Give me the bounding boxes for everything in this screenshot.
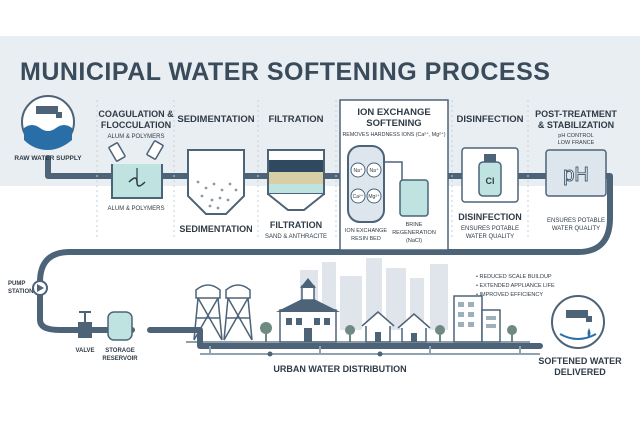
ion-bubble (366, 188, 382, 204)
chemical-bag-left-icon (108, 142, 126, 162)
trees (260, 322, 517, 342)
gravel-layer (269, 184, 323, 193)
raw-water-label: RAW WATER SUPPLY (14, 155, 82, 162)
city-skyline (186, 258, 530, 343)
coagulation-title-2: FLOCCULATION (101, 120, 171, 130)
post-treatment-sub-2: LOW FRANCE (558, 140, 595, 146)
disinfection-sub-1: ENSURES POTABLE (461, 226, 519, 232)
faucet-icon (36, 106, 62, 118)
town-hall (276, 278, 340, 343)
brine-label-1: BRINE (406, 222, 423, 228)
ph-box (545, 149, 607, 197)
resin-label-1: ION EXCHANGE (345, 228, 388, 234)
filter-outlet (267, 193, 325, 211)
bottle-cap-icon (484, 154, 496, 162)
benefit-item: • REDUCED SCALE BUILDUP (476, 274, 552, 280)
distribution-valves (267, 351, 383, 357)
ion-bubble (350, 162, 366, 178)
softened-label-2: DELIVERED (554, 367, 606, 377)
disinfection-sub-2: WATER QUALITY (466, 234, 514, 240)
resin-label-2: RESIN BED (351, 236, 381, 242)
stage-dividers (96, 100, 529, 238)
benefit-item: • IMPROVED EFFICIENCY (476, 292, 543, 298)
disinfection-title: DISINFECTION (456, 114, 523, 125)
storage-reservoir: STORAGE RESERVOIR (102, 311, 138, 362)
post-treatment-sub-1: pH CONTROL (558, 133, 593, 139)
distribution-label: URBAN WATER DISTRIBUTION (273, 364, 406, 374)
reservoir-tank (107, 311, 133, 341)
ion-label: Na⁺ (353, 168, 362, 174)
ion-bubble (350, 188, 366, 204)
water-tower-right (223, 284, 253, 341)
benefits-list: • REDUCED SCALE BUILDUP • EXTENDED APPLI… (476, 274, 555, 298)
brine-tank (399, 179, 429, 217)
sedimentation-label: SEDIMENTATION (179, 224, 252, 234)
valve: VALVE (75, 311, 95, 354)
storage-label-1: STORAGE (105, 348, 135, 354)
ion-label: Ca²⁺ (353, 194, 364, 200)
page-title: MUNICIPAL WATER SOFTENING PROCESS (20, 58, 550, 86)
sediment-particles (196, 180, 238, 210)
ion-label: Mg²⁺ (368, 194, 380, 200)
ion-bubbles: Na⁺ Na⁺ Ca²⁺ Mg²⁺ (350, 162, 382, 204)
chemical-bag-right-icon (146, 140, 164, 160)
stage-filtration: FILTRATION FILTRATION SAND & ANTHRACITE (265, 114, 327, 240)
stage-sedimentation: SEDIMENTATION SEDIMENTATION (177, 114, 254, 234)
softened-label-1: SOFTENED WATER (538, 356, 622, 366)
water-drop-icon (587, 328, 591, 338)
wave-icon (24, 125, 72, 150)
main-pipeline (37, 155, 613, 349)
brine-pipe (384, 161, 403, 180)
stage-post-treatment: POST-TREATMENT & STABILIZATION pH CONTRO… (535, 109, 617, 232)
pump-station: PUMP STATION (8, 280, 48, 296)
pump-label-2: STATION (8, 289, 33, 295)
sedimentation-title: SEDIMENTATION (177, 114, 254, 125)
distribution-pipes (200, 346, 540, 355)
coagulation-sub: ALUM & POLYMERS (108, 134, 165, 140)
raw-water-supply: RAW WATER SUPPLY (14, 95, 82, 162)
ion-exchange-title-2: SOFTENING (366, 118, 421, 129)
post-treatment-title-2: & STABILIZATION (538, 120, 614, 130)
resin-vessel (347, 145, 385, 223)
filtration-sub: SAND & ANTHRACITE (265, 234, 327, 240)
storage-label-2: RESERVOIR (102, 356, 138, 362)
post-treatment-title-1: POST-TREATMENT (535, 109, 617, 119)
disinfection-label: DISINFECTION (458, 212, 522, 222)
valve-label: VALVE (75, 348, 94, 354)
softened-water-delivered: SOFTENED WATER DELIVERED (538, 295, 622, 377)
stage-disinfection: DISINFECTION Cl DISINFECTION ENSURES POT… (456, 114, 523, 240)
ion-label: Na⁺ (369, 168, 378, 174)
office-building (453, 295, 501, 343)
ion-exchange-title-1: ION EXCHANGE (357, 107, 430, 118)
water-tower-left (193, 284, 223, 341)
stage-ion-exchange: ION EXCHANGE SOFTENING REMOVES HARDNESS … (339, 99, 449, 251)
coagulation-tank-label: ALUM & POLYMERS (108, 206, 165, 212)
sand-layer (269, 172, 323, 184)
ion-bubble (366, 162, 382, 178)
valve-icon (78, 322, 92, 338)
brine-label-2: REGENERATION (392, 230, 436, 236)
tap-icon (566, 310, 592, 322)
pump-label-1: PUMP (8, 281, 25, 287)
post-treatment-note-1: ENSURES POTABLE (547, 218, 605, 224)
ph-symbol: pH (563, 164, 589, 186)
filtration-label: FILTRATION (270, 220, 322, 230)
benefit-item: • EXTENDED APPLIANCE LIFE (476, 283, 555, 289)
stage-coagulation: COAGULATION & FLOCCULATION ALUM & POLYME… (98, 109, 174, 212)
chlorine-symbol: Cl (486, 176, 495, 186)
chlorine-bottle-icon (478, 161, 502, 197)
coagulation-title-1: COAGULATION & (98, 109, 174, 119)
sedimentation-tank (187, 149, 245, 215)
ion-exchange-sub: REMOVES HARDNESS IONS (Ca²⁺, Mg²⁺) (342, 131, 445, 138)
brine-label-3: (NaCl) (406, 238, 422, 244)
post-treatment-note-2: WATER QUALITY (552, 226, 600, 232)
delivered-circle (551, 295, 605, 349)
anthracite-layer (269, 160, 323, 172)
filtration-title: FILTRATION (268, 114, 323, 125)
